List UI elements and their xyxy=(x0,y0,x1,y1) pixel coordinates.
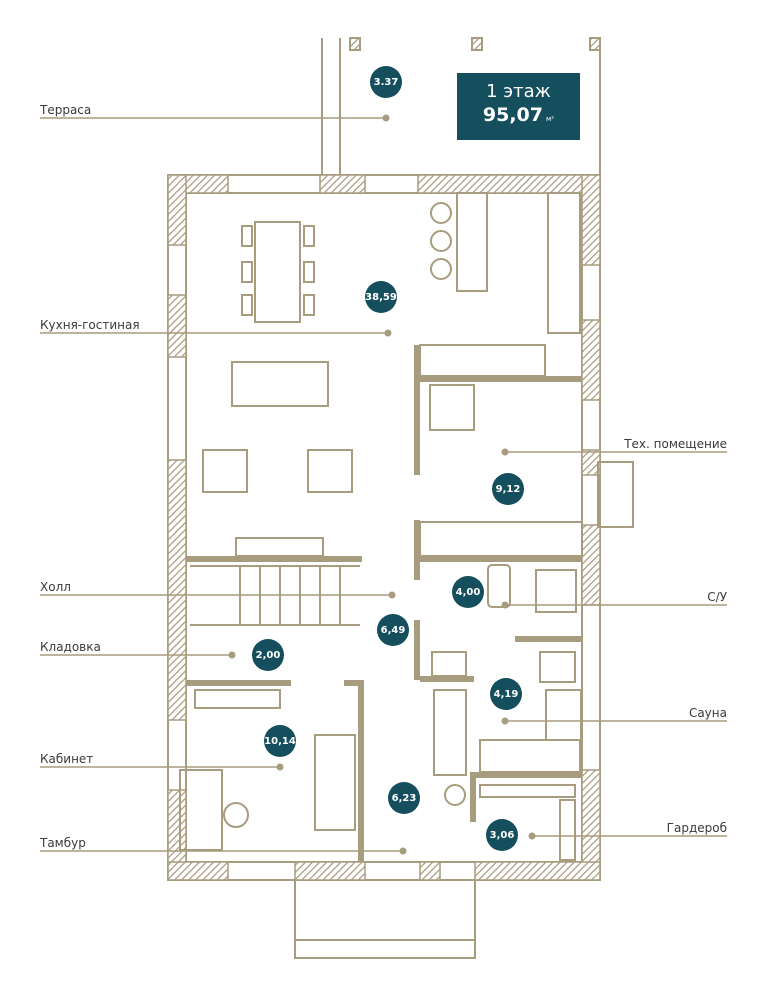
area-badge-storage: 2,00 xyxy=(252,639,284,671)
area-badge-hall: 6,49 xyxy=(377,614,409,646)
floor-area: 95,07 xyxy=(482,104,543,126)
label-storage: Кладовка xyxy=(40,640,101,654)
terrace-outline xyxy=(321,38,601,175)
porch-outline xyxy=(294,880,476,959)
label-bathroom: С/У xyxy=(707,590,727,604)
area-badge-terrace: 3.37 xyxy=(370,66,402,98)
label-hall: Холл xyxy=(40,580,71,594)
leader-dots xyxy=(228,114,536,855)
label-wardrobe: Гардероб xyxy=(666,821,727,835)
furniture xyxy=(179,192,634,861)
floor-area-unit: м² xyxy=(546,115,555,123)
label-tech-room: Тех. помещение xyxy=(624,437,727,451)
label-kitchen-living: Кухня-гостиная xyxy=(40,318,140,332)
leader-lines xyxy=(40,117,727,852)
floor-title: 1 этаж xyxy=(486,81,551,102)
label-sauna: Сауна xyxy=(688,706,727,720)
area-badge-tech-room: 9,12 xyxy=(492,473,524,505)
area-badge-vestibule: 6,23 xyxy=(388,782,420,814)
area-badge-office: 10,14 xyxy=(264,725,296,757)
label-office: Кабинет xyxy=(40,752,94,766)
area-badge-bathroom: 4,00 xyxy=(452,576,484,608)
interior-walls xyxy=(186,345,582,862)
area-badge-sauna: 4,19 xyxy=(490,678,522,710)
area-badge-kitchen-living: 38,59 xyxy=(365,281,397,313)
area-badge-wardrobe: 3,06 xyxy=(486,819,518,851)
label-vestibule: Тамбур xyxy=(40,836,86,850)
label-terrace: Терраса xyxy=(40,103,92,117)
